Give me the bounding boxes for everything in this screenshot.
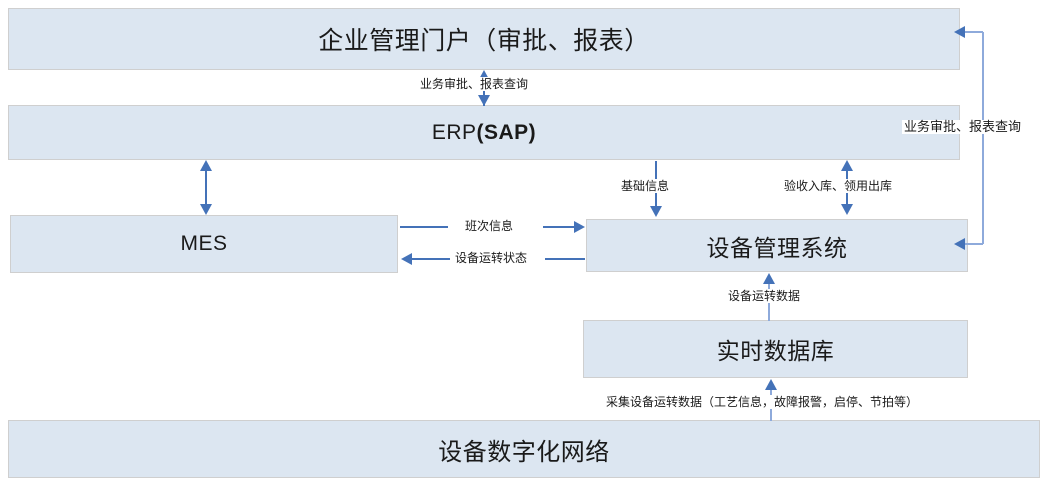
connector-portal-eqp-line (982, 32, 984, 244)
connector-mes-eqp-line-left (400, 226, 448, 228)
node-erp[interactable]: ERP (SAP) (8, 105, 960, 160)
node-equipment-management-system-label: 设备管理系统 (706, 234, 848, 261)
connector-eqp-erp-arrow-down (841, 204, 853, 215)
connector-eqp-mes-label: 设备运转状态 (453, 251, 530, 265)
connector-net-rtdb-label: 采集设备运转数据（工艺信息，故障报警，启停、节拍等） (604, 395, 921, 409)
node-mes-label: MES (180, 232, 228, 255)
connector-portal-eqp-top-stub (963, 31, 983, 33)
node-mes[interactable]: MES (10, 215, 398, 273)
connector-rtdb-eqp-label: 设备运转数据 (726, 289, 803, 303)
connector-portal-eqp-bottom-stub (963, 243, 983, 245)
connector-erp-mes-line (205, 168, 207, 208)
connector-mes-eqp-line-right (543, 226, 575, 228)
connector-mes-eqp-arrow (574, 221, 585, 233)
connector-rtdb-eqp-arrow (763, 273, 775, 284)
node-portal[interactable]: 企业管理门户（审批、报表） (8, 8, 960, 70)
connector-portal-eqp-arrow-bottom (954, 238, 965, 250)
node-realtime-database-label: 实时数据库 (716, 338, 835, 364)
connector-eqp-mes-line-right (545, 258, 585, 260)
connector-eqp-erp-label: 验收入库、领用出库 (782, 179, 895, 193)
connector-portal-erp-line (483, 78, 485, 106)
connector-eqp-mes-line-left (412, 258, 450, 260)
connector-erp-mes-arrow-up (200, 160, 212, 171)
connector-net-rtdb-arrow (765, 379, 777, 390)
connector-erp-eqp-arrow (650, 206, 662, 217)
connector-eqp-erp-arrow-up (841, 160, 853, 171)
connector-portal-eqp-arrow-top (954, 26, 965, 38)
node-realtime-database[interactable]: 实时数据库 (583, 320, 968, 378)
node-erp-label-bold: (SAP) (476, 120, 537, 144)
connector-mes-eqp-label: 班次信息 (463, 219, 516, 233)
connector-eqp-mes-arrow (401, 253, 412, 265)
node-equipment-digital-network-label: 设备数字化网络 (438, 438, 610, 466)
connector-portal-erp-arrow-down (478, 95, 490, 106)
connector-erp-mes-arrow-down (200, 204, 212, 215)
node-equipment-management-system[interactable]: 设备管理系统 (586, 219, 968, 272)
node-equipment-digital-network[interactable]: 设备数字化网络 (8, 420, 1040, 478)
connector-portal-erp-label: 业务审批、报表查询 (418, 77, 531, 91)
connector-portal-eqp-label: 业务审批、报表查询 (902, 119, 1024, 134)
node-portal-label: 企业管理门户（审批、报表） (318, 27, 650, 55)
node-erp-label: ERP (431, 120, 477, 144)
connector-portal-erp-arrow-up (478, 70, 490, 81)
connector-erp-eqp-label: 基础信息 (619, 179, 672, 193)
